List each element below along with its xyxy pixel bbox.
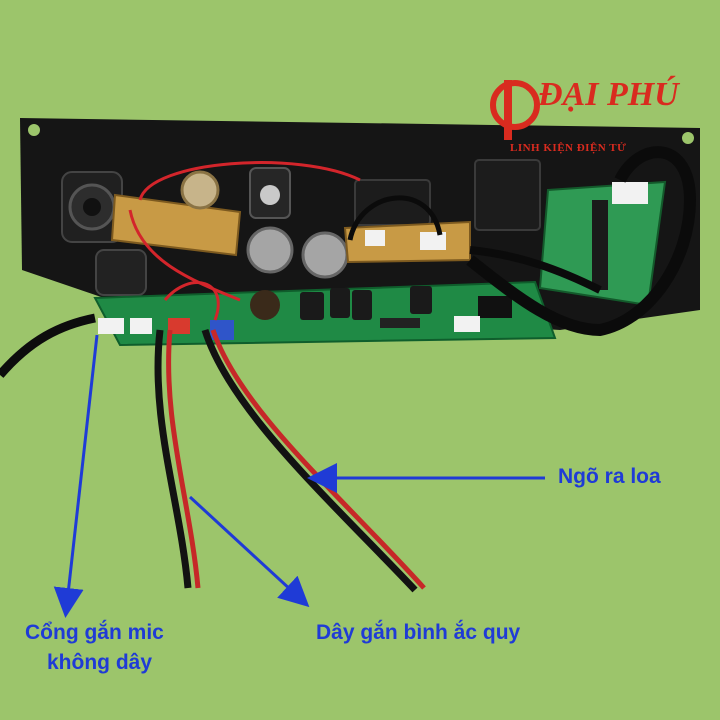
speaker-output-label: Ngõ ra loa: [558, 465, 661, 488]
potentiometer-3: [301, 231, 349, 279]
arrow-mic-port: [53, 334, 99, 618]
speaker-wire-red: [210, 329, 426, 590]
pot-board-right: [343, 220, 471, 264]
ribbon-cable: [466, 146, 697, 337]
switch-block-2: [474, 159, 541, 231]
brand-logo-icon: [490, 80, 540, 140]
battery-wire-red: [166, 329, 201, 589]
mount-hole-left: [28, 124, 40, 136]
connector-white-2: [130, 318, 152, 334]
battery-wire-label: Dây gắn bình ắc quy: [316, 621, 521, 644]
connector-white-3: [454, 316, 480, 332]
arrow-battery-wire: [188, 495, 310, 608]
mount-hole-right: [682, 132, 694, 144]
battery-wire-black: [154, 329, 192, 589]
mic-port-label-line2: không dây: [47, 651, 153, 674]
speaker-wire-black: [201, 328, 418, 593]
brand-tagline: LINH KIỆN ĐIỆN TỬ: [510, 142, 627, 154]
jack-socket-2: [95, 249, 147, 296]
connector-red: [168, 318, 190, 334]
connector-white-1: [98, 318, 124, 334]
mic-port-label-line1: Cổng gắn mic: [25, 621, 164, 644]
brand-name: ĐẠI PHÚ: [538, 76, 679, 113]
black-cable: [0, 313, 96, 378]
potentiometer-2: [246, 226, 294, 274]
potentiometer-1: [180, 170, 220, 210]
